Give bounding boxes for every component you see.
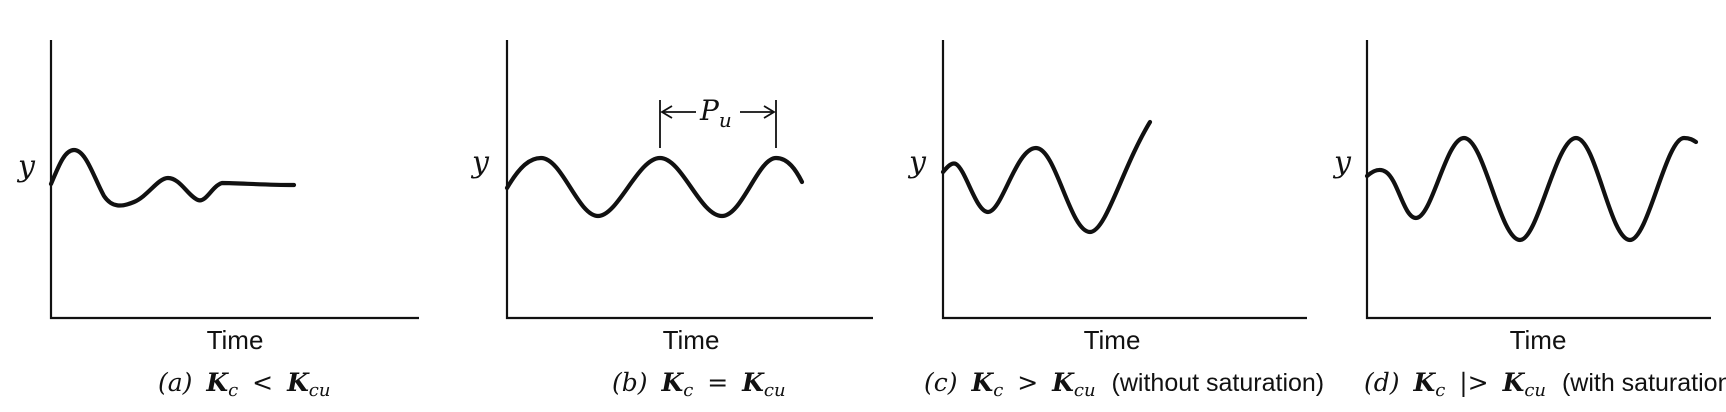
period-arrowhead-left (660, 105, 673, 119)
period-label: Pu (699, 94, 732, 132)
panel-d: y Time (d) Kc |> Kcu (with saturation) (1332, 40, 1726, 402)
period-marker: Pu (659, 94, 777, 148)
panel-a-caption: (a) Kc < Kcu (158, 368, 330, 402)
panel-d-saturated-oscillation-curve (1364, 135, 1699, 243)
panel-c-y-label: y (907, 145, 927, 180)
panel-b-axes (505, 40, 873, 320)
panel-b-sustained-oscillation-curve (504, 155, 805, 219)
panel-c-growing-oscillation-curve (940, 119, 1153, 235)
panel-a-damped-response-curve (48, 147, 297, 208)
panel-d-y-label: y (1332, 145, 1352, 180)
panel-d-axes (1365, 40, 1711, 320)
panel-d-x-label: Time (1510, 325, 1567, 355)
panel-d-caption: (d) Kc |> Kcu (with saturation) (1364, 368, 1726, 402)
panel-c-axes (941, 40, 1307, 320)
panel-b: y Pu Time (b) Kc = Kcu (470, 40, 873, 402)
panel-b-caption: (b) Kc = Kcu (612, 368, 786, 402)
panel-a: y Time (a) Kc < Kcu (16, 40, 419, 402)
panel-c: y Time (c) Kc > Kcu (without saturation) (907, 40, 1324, 402)
panel-a-axes (49, 40, 419, 320)
panel-a-x-label: Time (207, 325, 264, 355)
period-arrowhead-right (763, 105, 776, 119)
panel-b-x-label: Time (663, 325, 720, 355)
panel-a-y-label: y (16, 149, 36, 184)
panel-b-y-label: y (470, 145, 490, 180)
panel-c-caption: (c) Kc > Kcu (without saturation) (924, 368, 1324, 402)
panel-c-x-label: Time (1084, 325, 1141, 355)
